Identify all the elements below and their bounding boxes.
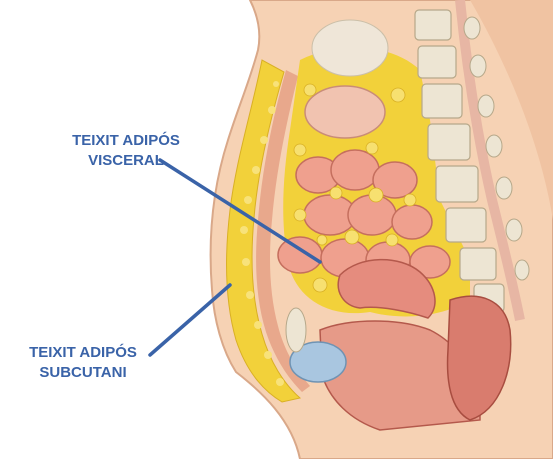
stomach	[305, 86, 385, 138]
label-subcutani-line1: TEIXIT ADIPÓS	[8, 343, 158, 363]
pubic-bone	[286, 308, 306, 352]
label-subcutaneous-fat: TEIXIT ADIPÓS SUBCUTANI	[8, 343, 158, 383]
label-subcutani-line2: SUBCUTANI	[8, 363, 158, 383]
label-visceral-line2: VISCERAL	[26, 151, 226, 171]
label-visceral-line1: TEIXIT ADIPÓS	[26, 131, 226, 151]
label-visceral-fat: TEIXIT ADIPÓS VISCERAL	[26, 131, 226, 171]
upper-organ	[312, 20, 388, 76]
